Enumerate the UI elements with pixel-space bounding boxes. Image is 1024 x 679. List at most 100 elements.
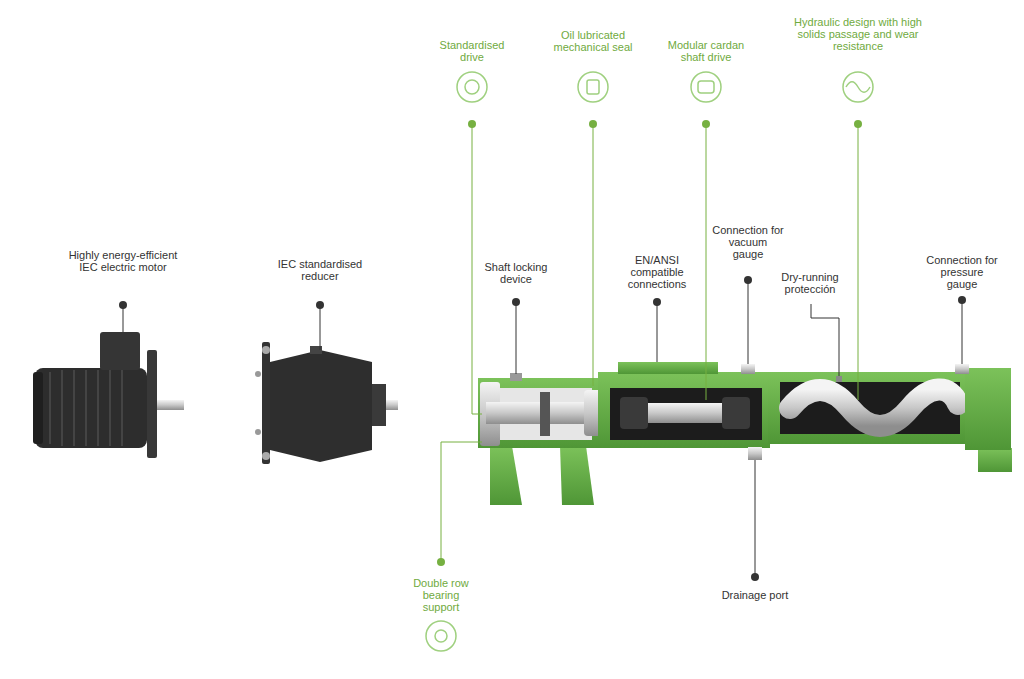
feature-icons-part — [843, 72, 873, 102]
gear-reducer-part — [255, 429, 261, 435]
gear-reducer-part — [270, 350, 372, 462]
part-label: EN/ANSI compatible connections — [611, 254, 703, 290]
feature-dots-part — [468, 120, 476, 128]
part-label: Connection for vacuum gauge — [712, 224, 784, 260]
part-dots-part — [316, 301, 324, 309]
progressive-cavity-pump-part — [620, 397, 648, 429]
gear-reducer-part — [372, 384, 386, 426]
part-dots-part — [653, 298, 661, 306]
feature-leaders-part — [593, 124, 594, 386]
part-leaders-part — [811, 304, 839, 376]
progressive-cavity-pump-part — [510, 373, 522, 381]
progressive-cavity-pump-part — [836, 376, 842, 382]
electric-motor-part — [147, 350, 157, 458]
feature-icons-part — [587, 80, 599, 94]
gear-reducer-part — [386, 400, 398, 410]
part-label: IEC standardised reducer — [265, 258, 375, 282]
part-leaders-part — [748, 280, 749, 364]
feature-dots-part — [854, 120, 862, 128]
part-label: Highly energy-efficient IEC electric mot… — [62, 249, 184, 273]
progressive-cavity-pump — [478, 362, 1012, 505]
electric-motor-part-part — [109, 370, 111, 446]
progressive-cavity-pump-part — [965, 368, 1011, 450]
feature-label: Standardised drive — [431, 39, 513, 63]
feature-leaders-part — [441, 442, 482, 562]
progressive-cavity-pump-part — [540, 392, 550, 436]
electric-motor-part-part — [97, 370, 99, 446]
part-dots — [119, 276, 966, 581]
gear-reducer — [255, 342, 398, 464]
part-label: Connection for pressure gauge — [926, 254, 998, 290]
feature-icons — [426, 72, 873, 651]
progressive-cavity-pump-part — [955, 364, 969, 374]
part-label: Drainage port — [700, 589, 810, 601]
progressive-cavity-pump-part — [610, 388, 762, 440]
progressive-cavity-pump-part — [560, 446, 594, 505]
progressive-cavity-pump-part — [790, 389, 958, 426]
electric-motor-part — [157, 400, 184, 410]
progressive-cavity-pump-part — [748, 447, 762, 460]
progressive-cavity-pump-part — [598, 372, 770, 448]
feature-icons-part — [435, 630, 447, 642]
part-leaders-part — [657, 302, 658, 362]
part-dots-part — [958, 296, 966, 304]
progressive-cavity-pump-part — [486, 402, 592, 424]
feature-label: Modular cardan shaft drive — [656, 39, 756, 63]
part-label: Shaft locking device — [471, 261, 561, 285]
feature-icons-part — [691, 72, 721, 102]
feature-icons-part — [426, 621, 456, 651]
part-leaders-part — [516, 302, 517, 374]
progressive-cavity-pump-part — [618, 362, 718, 374]
feature-label: Hydraulic design with high solids passag… — [794, 16, 922, 52]
progressive-cavity-pump-part — [722, 397, 750, 429]
feature-icons-part — [578, 72, 608, 102]
feature-label: Double row bearing support — [405, 577, 477, 613]
part-leaders-part — [962, 300, 963, 364]
progressive-cavity-pump-part — [490, 446, 522, 505]
electric-motor-part-part — [85, 370, 87, 446]
electric-motor-part-part — [73, 370, 75, 446]
feature-icons-part — [457, 72, 487, 102]
electric-motor-part — [33, 372, 43, 444]
electric-motor-part-part — [49, 372, 51, 444]
feature-dots — [437, 120, 862, 566]
progressive-cavity-pump-part — [741, 364, 755, 374]
feature-dots-part — [702, 120, 710, 128]
progressive-cavity-pump-part — [768, 372, 968, 444]
feature-dots-part — [589, 120, 597, 128]
progressive-cavity-pump-part — [780, 382, 960, 434]
progressive-cavity-pump-part — [478, 378, 600, 448]
electric-motor-part — [35, 368, 147, 448]
part-leaders-part — [755, 460, 756, 577]
electric-motor-part-part — [61, 370, 63, 446]
part-label: Dry-running protección — [764, 271, 856, 295]
part-dots-part — [119, 301, 127, 309]
electric-motor-part — [100, 332, 140, 370]
progressive-cavity-pump-part — [486, 388, 592, 440]
part-leaders-part — [123, 305, 124, 332]
feature-icons-part — [846, 82, 870, 93]
part-dots-part — [512, 298, 520, 306]
feature-icons-part — [698, 81, 714, 93]
feature-leaders-part — [706, 124, 707, 400]
gear-reducer-part — [262, 342, 270, 464]
gear-reducer-part — [262, 346, 270, 354]
feature-leaders-part — [858, 124, 859, 400]
part-leaders — [123, 280, 962, 577]
feature-leaders — [441, 124, 858, 562]
feature-icons-part — [465, 80, 479, 94]
electric-motor — [33, 332, 184, 458]
gear-reducer-part — [262, 452, 270, 460]
part-dots-part — [751, 573, 759, 581]
part-dots-part — [744, 276, 752, 284]
electric-motor-part-part — [121, 370, 123, 446]
feature-leaders-part — [472, 124, 482, 414]
electric-motor-part — [50, 370, 122, 446]
part-leaders-part — [320, 305, 321, 350]
gear-reducer-part — [255, 371, 261, 377]
feature-dots-part — [437, 558, 445, 566]
progressive-cavity-pump-part — [978, 448, 1012, 472]
feature-label: Oil lubricated mechanical seal — [552, 29, 634, 53]
